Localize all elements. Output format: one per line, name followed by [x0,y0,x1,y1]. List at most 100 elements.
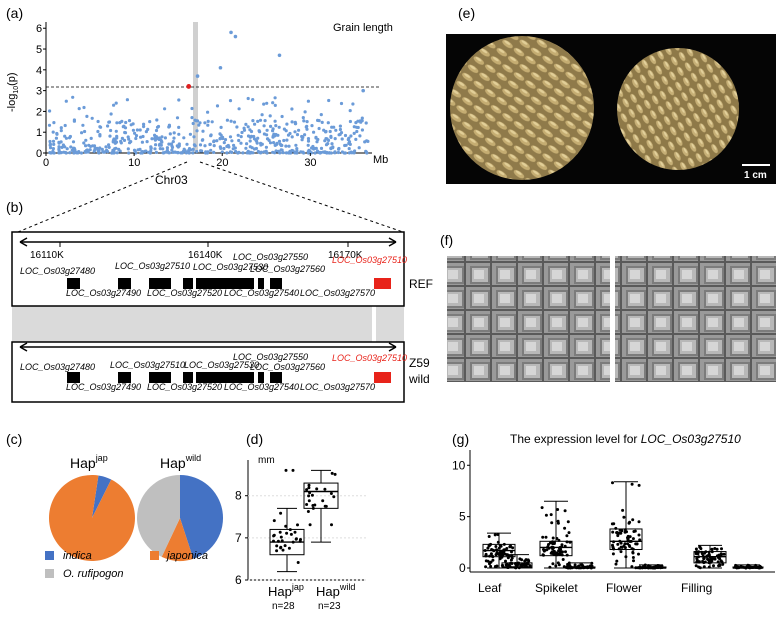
snp-point [73,150,77,154]
gene-label: LOC_Os03g27510 [332,353,407,363]
data-point [288,528,292,532]
data-point [707,565,711,569]
data-point [333,472,337,476]
snp-point [233,34,238,39]
snp-point [96,119,100,124]
grain-photo: 1 cm [446,34,776,184]
snp-point [299,150,303,154]
snp-point [80,131,84,135]
grain-pile-wild [450,36,594,180]
g-category-label: Leaf [478,581,502,595]
snp-point [206,119,210,123]
data-point [706,558,710,562]
snp-point [290,120,294,124]
snp-point [290,135,294,139]
gene-block [183,278,193,289]
ruler-label: 16170K [328,250,363,261]
data-point [652,565,656,569]
snp-point [150,137,154,141]
snp-point [287,144,291,148]
y-tick-label: 5 [36,44,42,56]
data-point [493,565,497,568]
data-point [711,557,715,560]
locus-highlight-band [193,22,198,153]
snp-point [353,149,357,153]
data-point [487,535,491,538]
snp-point [334,128,338,132]
data-point [583,566,587,570]
snp-point [163,136,167,140]
gene-label: LOC_Os03g27520 [147,382,222,392]
snp-point [109,128,113,133]
g-category-label: Flower [606,581,642,595]
data-point [500,554,504,558]
snp-point [274,132,278,137]
data-point [484,565,488,569]
snp-point [236,133,240,137]
data-point [296,523,299,527]
snp-point [85,114,89,118]
snp-point [285,138,289,142]
snp-point [314,146,318,150]
data-point [494,553,498,557]
snp-point [118,121,122,125]
data-point [643,566,647,570]
snp-point [52,151,56,155]
data-point [283,544,287,548]
snp-point [101,150,105,154]
snp-point [107,143,111,147]
data-point [616,542,620,546]
snp-point [232,143,236,147]
snp-point [129,123,133,127]
y-tick-label: 1 [36,127,42,139]
snp-point [135,128,139,132]
snp-point [348,142,352,146]
data-point [508,545,512,549]
snp-point [232,120,237,124]
snp-point [306,137,311,141]
snp-point [98,125,102,129]
snp-point [313,151,317,155]
snp-point [206,123,210,127]
data-point [504,559,507,563]
data-point [655,564,659,568]
data-point [505,553,509,557]
snp-point [176,150,180,155]
snp-point [139,135,143,139]
data-point [695,560,699,564]
snp-point [125,98,129,102]
snp-point [273,103,277,107]
snp-point [60,145,64,149]
snp-point [138,128,142,132]
snp-point [274,124,278,128]
snp-point [320,120,324,124]
gene-block [149,372,171,383]
snp-point [253,122,257,126]
snp-point [82,105,86,110]
snp-point [237,150,241,154]
ref-label: REF [409,277,433,291]
snp-point [239,141,243,145]
snp-point [203,144,207,148]
snp-point [293,130,297,134]
data-point [515,564,519,568]
data-point [308,523,312,527]
snp-point [277,125,281,129]
snp-point [145,140,149,144]
snp-point [72,119,76,123]
g-category-label: Spikelet [535,581,578,595]
data-point [575,565,579,569]
snp-point [90,116,94,120]
snp-point [67,136,72,140]
snp-point [355,125,359,129]
snp-point [114,146,118,150]
zoom-line-left [17,161,188,233]
snp-point [98,146,102,150]
data-point [509,561,513,565]
data-point [554,564,558,568]
snp-point [274,149,278,153]
data-point [291,540,295,544]
data-point [509,558,513,562]
data-point [549,513,553,517]
